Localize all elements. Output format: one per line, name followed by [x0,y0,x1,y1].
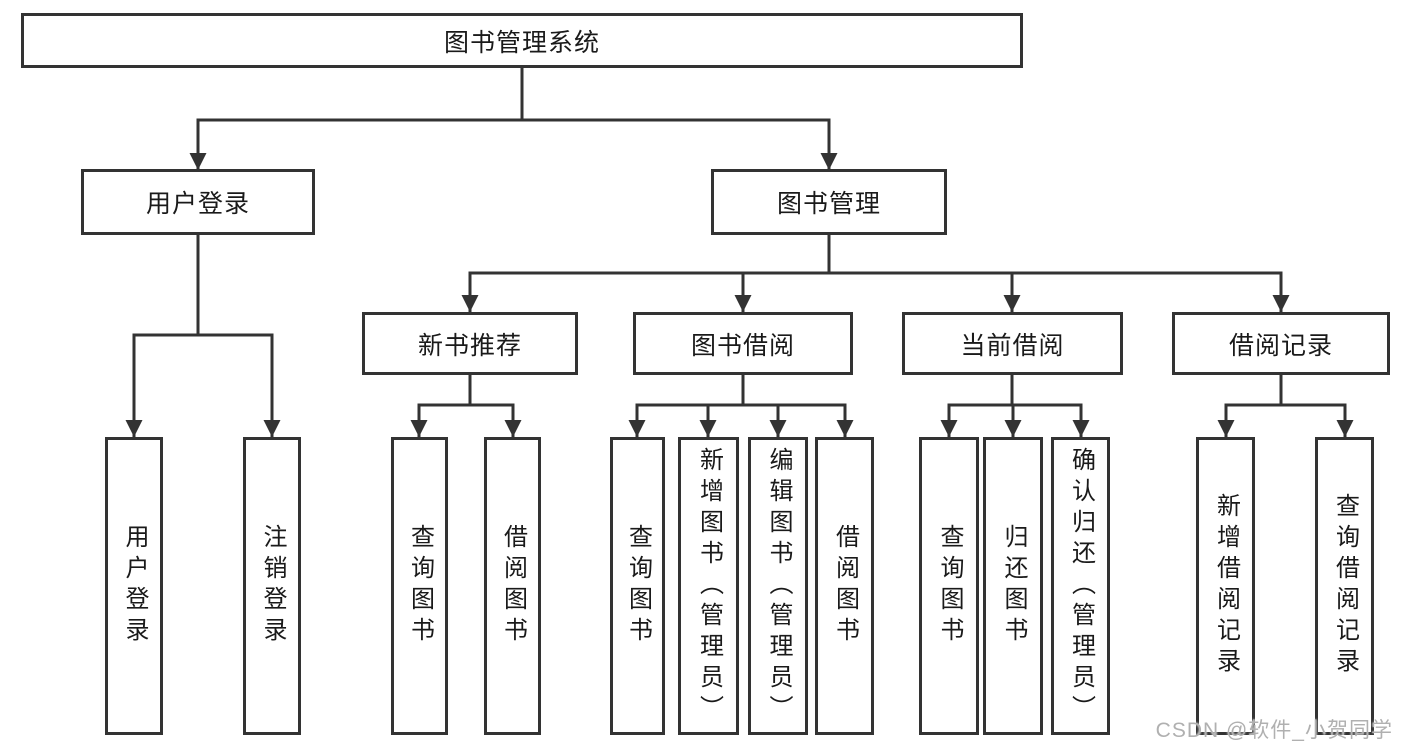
leaf-query-books-borrowing: 查询图书 [610,437,665,735]
node-book-management: 图书管理 [711,169,947,235]
leaf-query-books-recommend: 查询图书 [391,437,448,735]
connector-group-user-login [125,234,281,437]
leaf-query-books-current: 查询图书 [919,437,979,735]
leaf-query-books-current-label: 查询图书 [936,524,963,648]
node-borrow-records: 借阅记录 [1172,312,1390,375]
csdn-watermark: CSDN @软件_小贺同学 [1155,719,1393,742]
leaf-query-books-borrowing-label: 查询图书 [624,524,652,648]
leaf-confirm-return-admin: 确认归还（管理员） [1051,437,1110,735]
connector-group-current-borrowing [940,375,1090,437]
connector-group-book-borrowing [628,375,854,437]
leaf-borrow-books-borrowing-label: 借阅图书 [831,524,859,648]
connector-group-book-management [461,234,1290,312]
leaf-add-books-admin: 新增图书（管理员） [678,437,739,735]
leaf-borrow-books-recommend: 借阅图书 [484,437,541,735]
leaf-confirm-return-admin-label: 确认归还（管理员） [1067,446,1095,726]
node-current-borrowing: 当前借阅 [902,312,1123,375]
leaf-edit-books-admin-label: 编辑图书（管理员） [765,446,792,726]
leaf-edit-books-admin: 编辑图书（管理员） [748,437,808,735]
leaf-return-books: 归还图书 [983,437,1043,735]
leaf-query-borrow-record-label: 查询借阅记录 [1331,493,1359,679]
node-book-borrowing: 图书借阅 [633,312,853,375]
leaf-logout: 注销登录 [243,437,301,735]
leaf-logout-label: 注销登录 [259,524,286,648]
leaf-borrow-books-recommend-label: 借阅图书 [499,524,527,648]
node-user-login: 用户登录 [81,169,315,235]
leaf-add-books-admin-label: 新增图书（管理员） [695,446,723,726]
leaf-borrow-books-borrowing: 借阅图书 [815,437,874,735]
leaf-query-borrow-record: 查询借阅记录 [1315,437,1374,735]
leaf-query-books-recommend-label: 查询图书 [406,524,434,648]
leaf-add-borrow-record: 新增借阅记录 [1196,437,1255,735]
connector-group-root [189,68,838,170]
leaf-return-books-label: 归还图书 [1000,524,1027,648]
node-new-book-recommend: 新书推荐 [362,312,578,375]
connector-group-new-book-recommend [410,375,522,437]
node-library-system: 图书管理系统 [21,13,1023,68]
leaf-user-login-label: 用户登录 [121,524,148,648]
connector-group-borrow-records [1217,375,1354,437]
leaf-add-borrow-record-label: 新增借阅记录 [1212,493,1240,679]
leaf-user-login: 用户登录 [105,437,163,735]
